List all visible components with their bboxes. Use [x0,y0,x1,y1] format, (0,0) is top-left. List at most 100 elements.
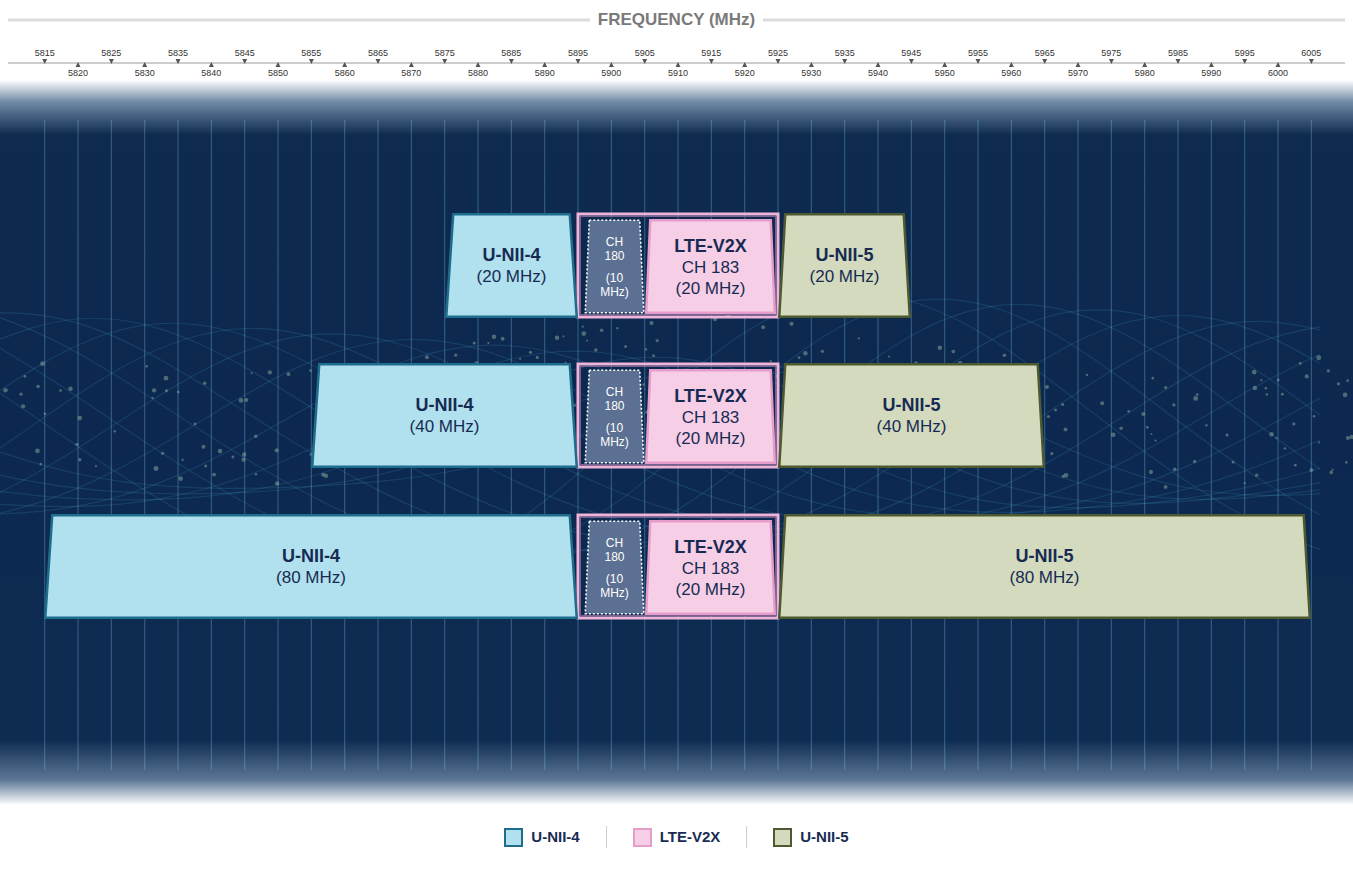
band-outline [585,370,644,463]
legend-item: LTE-V2X [606,826,747,848]
text-stack: CH 180 (10 MHz) [584,219,645,314]
band-outline [312,364,577,467]
frequency-label: 5825 [91,48,131,58]
frequency-grid [45,120,1312,770]
band-name: U-NII-4 [483,244,541,266]
legend-text: U-NII-4 [531,826,579,848]
text-stack: U-NII-5(40 MHz) [778,363,1045,468]
band-detail: (10 MHz) [597,421,633,449]
band-name: LTE-V2X [674,385,747,407]
frequency-label: 5975 [1091,48,1131,58]
band-detail: (10 MHz) [597,271,633,299]
band-outline [45,515,577,618]
frequency-label: 5940 [858,68,898,78]
frequency-label: 5915 [691,48,731,58]
lte-block-outline [578,214,778,317]
legend-text: U-NII-5 [800,826,848,848]
frequency-label: 6005 [1291,48,1331,58]
axis-title: FREQUENCY (MHz) [590,10,763,29]
text-stack: LTE-V2XCH 183(20 MHz) [645,520,776,615]
legend-swatch [773,828,792,847]
frequency-label: 5860 [325,68,365,78]
lte-v2x-channel: LTE-V2XCH 183(20 MHz) [645,369,776,464]
band-shape [584,520,645,615]
legend-swatch [633,828,652,847]
frequency-label: 5970 [1058,68,1098,78]
frequency-label: 5820 [58,68,98,78]
legend-text: LTE-V2X [660,826,721,848]
axis-ticks [42,59,1314,67]
band-name: LTE-V2X [674,235,747,257]
band-detail: (20 MHz) [676,278,746,299]
band-detail: (80 MHz) [276,567,346,588]
frequency-label: 5885 [491,48,531,58]
text-stack: CH 180 (10 MHz) [584,520,645,615]
frequency-label: 5995 [1225,48,1265,58]
unii4-band: U-NII-4(20 MHz) [445,213,578,318]
band-outline [779,214,910,317]
channel-180-box: CH 180(10 MHz) [584,369,645,464]
band-name: U-NII-4 [282,545,340,567]
band-shape [778,363,1045,468]
legend: U-NII-4 LTE-V2X U-NII-5 [0,826,1353,848]
unii4-band: U-NII-4(40 MHz) [311,363,578,468]
frequency-label: 5845 [225,48,265,58]
frequency-label: 5870 [391,68,431,78]
band-detail: (80 MHz) [1010,567,1080,588]
band-shape [44,514,578,619]
text-stack: LTE-V2XCH 183(20 MHz) [645,219,776,314]
frequency-label: 5930 [791,68,831,78]
text-stack: CH 180(10 MHz) [584,369,645,464]
legend-item: U-NII-5 [746,826,874,848]
band-shape [311,363,578,468]
band-outline [446,214,577,317]
unii5-band: U-NII-5(80 MHz) [778,514,1311,619]
frequency-label: 5875 [425,48,465,58]
frequency-label: 5960 [991,68,1031,78]
frequency-label: 5965 [1025,48,1065,58]
band-outline [779,515,1310,618]
frequency-label: 5835 [158,48,198,58]
text-stack: U-NII-4(80 MHz) [44,514,578,619]
frequency-label: 5900 [591,68,631,78]
frequency-label: 5890 [525,68,565,78]
frequency-label: 5955 [958,48,998,58]
band-detail: (10 MHz) [597,572,633,600]
frequency-label: 5815 [25,48,65,58]
frequency-label: 5920 [725,68,765,78]
band-detail: (20 MHz) [676,428,746,449]
frequency-label: 5865 [358,48,398,58]
frequency-label: 5980 [1125,68,1165,78]
band-shape [778,514,1311,619]
band-shape [445,213,578,318]
band-detail: (40 MHz) [877,416,947,437]
band-name: CH 180 [597,536,633,564]
unii5-band: U-NII-5(40 MHz) [778,363,1045,468]
frequency-label: 5985 [1158,48,1198,58]
text-stack: U-NII-4(20 MHz) [445,213,578,318]
band-name: U-NII-5 [883,394,941,416]
frequency-label: 5905 [625,48,665,58]
frequency-label: 5910 [658,68,698,78]
lte-block-inner-outline [581,367,776,465]
band-outline [585,220,644,313]
band-shape [584,369,645,464]
band-name: CH 180 [597,235,633,263]
channel-180-box: CH 180 (10 MHz) [584,520,645,615]
band-outline [779,364,1044,467]
lte-v2x-channel: LTE-V2XCH 183(20 MHz) [645,219,776,314]
lte-v2x-channel: LTE-V2XCH 183(20 MHz) [645,520,776,615]
text-stack: LTE-V2XCH 183(20 MHz) [645,369,776,464]
band-name: U-NII-5 [1016,545,1074,567]
lte-block-inner-outline [581,217,776,315]
frequency-label: 5990 [1191,68,1231,78]
text-stack: U-NII-5(20 MHz) [778,213,911,318]
band-shape [778,213,911,318]
band-name: U-NII-4 [416,394,474,416]
title-wrap: FREQUENCY (MHz) [0,9,1353,31]
band-detail: (20 MHz) [477,266,547,287]
text-stack: U-NII-5(80 MHz) [778,514,1311,619]
band-outline [585,521,644,614]
band-detail: (20 MHz) [810,266,880,287]
